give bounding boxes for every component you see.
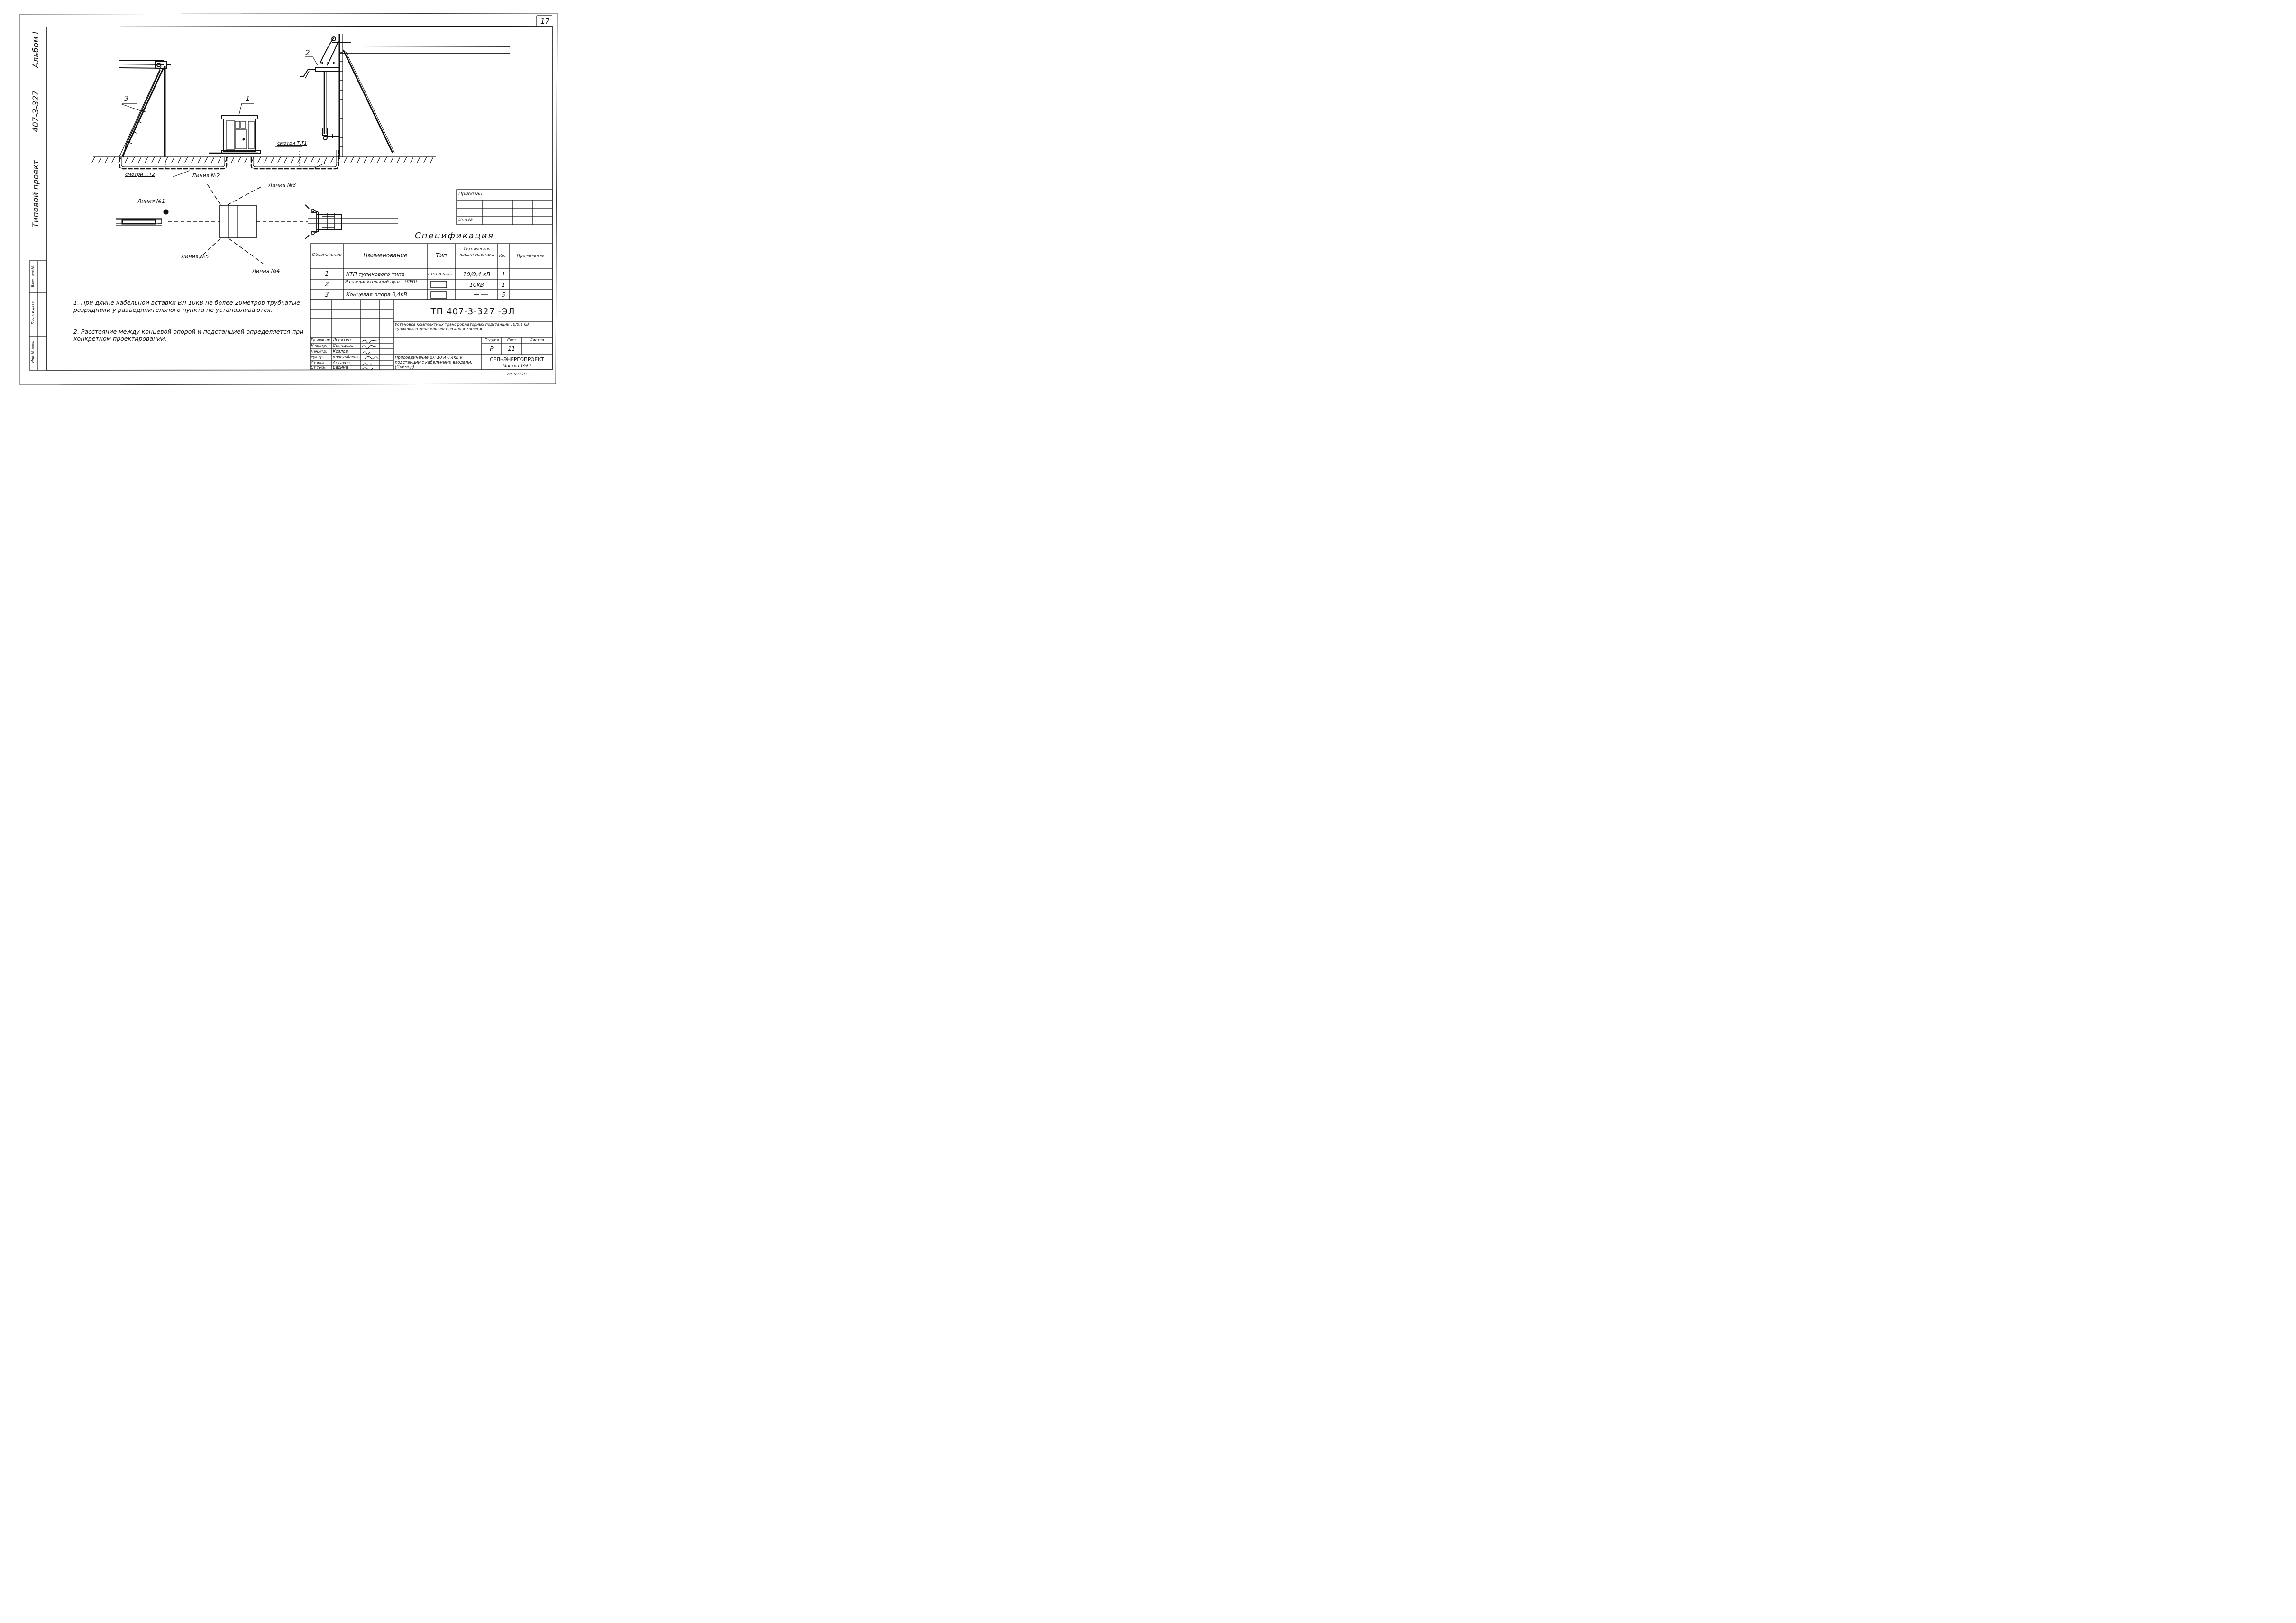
- spec-row-3-pos: 3: [325, 292, 329, 299]
- sheet-number: 17: [540, 17, 550, 26]
- sig-name-2: Солнцева: [333, 344, 354, 348]
- spec-row-1-name: КТП тупикового типа: [346, 271, 405, 277]
- spec-header-notes: Примечания: [517, 254, 545, 258]
- ground-line: [91, 156, 436, 163]
- sheets-label: Листов: [530, 338, 544, 342]
- sig-role-4: Рук.гр.: [311, 355, 324, 359]
- end-pole-left: [119, 60, 171, 158]
- spec-header-designation: Обозначение: [312, 253, 342, 257]
- spec-row-2-name: Разъединительный пункт (ЛРП): [345, 280, 417, 284]
- line-2-label: Линия №2: [192, 173, 220, 179]
- note-2: 2. Расстояние между концевой опорой и по…: [73, 328, 304, 342]
- spec-row-3-qty: 5: [502, 292, 505, 298]
- line-4-label: Линия №4: [252, 268, 280, 274]
- binding-box: [456, 189, 553, 225]
- sig-role-6: Ст.техн.: [311, 365, 327, 370]
- spec-row-1-qty: 1: [502, 271, 505, 278]
- signature-scribbles: [361, 339, 380, 371]
- spec-row-2-qty: 1: [502, 282, 505, 288]
- spec-row-1-pos: 1: [325, 271, 329, 278]
- spec-grid: [310, 243, 553, 300]
- sig-role-1: Гл.инж.пр.: [311, 338, 331, 342]
- disconnector-pole-right: [300, 34, 510, 157]
- city-year: Москва 1981: [503, 364, 531, 369]
- spec-row-2-tech: 10кВ: [469, 282, 484, 288]
- sig-name-6: Васина: [333, 365, 348, 370]
- line-1-label: Линия №1: [137, 198, 165, 204]
- line-5-label: Линия №5: [181, 254, 209, 260]
- sheet-edge: [19, 13, 558, 385]
- item-1-label: 1: [246, 94, 250, 103]
- doc-code: ТП 407-3-327 -ЭЛ: [430, 307, 515, 317]
- see-t1-label: смотри Т.Т1: [277, 141, 307, 146]
- sig-role-3: Нач.отд.: [311, 349, 327, 354]
- stage-label: Стадия: [484, 338, 499, 342]
- sheet-value: 11: [508, 346, 515, 352]
- project-title: Установка комплектных трансформаторных п…: [395, 322, 529, 331]
- item-3-label: 3: [124, 94, 129, 103]
- organization: СЕЛЬЭНЕРГОПРОЕКТ: [490, 357, 544, 363]
- spec-header-type: Тип: [436, 252, 447, 259]
- binding-box-title: Привязан: [458, 191, 483, 197]
- spec-row-1-tech: 10/0,4 кВ: [463, 271, 491, 278]
- binding-box-inv: Инв.№: [458, 218, 473, 223]
- spec-row-2-pos: 2: [325, 281, 329, 288]
- sig-name-1: Левитин: [333, 338, 351, 343]
- spec-header-tech: Техническая характеристика: [459, 247, 494, 257]
- ktp-substation: [209, 103, 261, 154]
- plan-view: [116, 182, 398, 264]
- spec-row-1-type: КТПТ-К-630-1: [428, 272, 453, 276]
- drawing-canvas: [19, 13, 558, 385]
- spec-row-3-tech: —: [474, 291, 480, 298]
- sig-name-3: Козлов: [333, 349, 348, 354]
- note-1: 1. При длине кабельной вставки ВЛ 10кВ н…: [73, 299, 300, 313]
- format-code: сф 591-01: [507, 372, 528, 376]
- sig-role-5: Ст.инж.: [311, 361, 326, 365]
- item-2-label: 2: [305, 48, 310, 57]
- title-block-grid: [310, 299, 553, 370]
- spec-title: Спецификация: [415, 231, 494, 241]
- spec-header-name: Наименование: [363, 252, 408, 259]
- side-stamp-frame: [29, 260, 47, 371]
- sheet-label: Лист: [506, 338, 517, 342]
- sig-name-4: Корсунбаева: [333, 355, 359, 359]
- sheet-title: Присоединение ВЛ 10 и 0,4кВ к подстанции…: [395, 356, 473, 370]
- underground-cables: [119, 146, 339, 177]
- spec-row-3-name: Концевая опора 0,4кВ: [346, 292, 407, 298]
- see-t2-label: смотри Т.Т2: [125, 172, 155, 177]
- sig-name-5: Астахов: [333, 361, 350, 365]
- sig-role-2: Н.контр.: [311, 344, 327, 348]
- line-3-label: Линия №3: [268, 182, 296, 188]
- stage-value: Р: [490, 346, 494, 352]
- spec-header-qty: Кол.: [499, 254, 508, 258]
